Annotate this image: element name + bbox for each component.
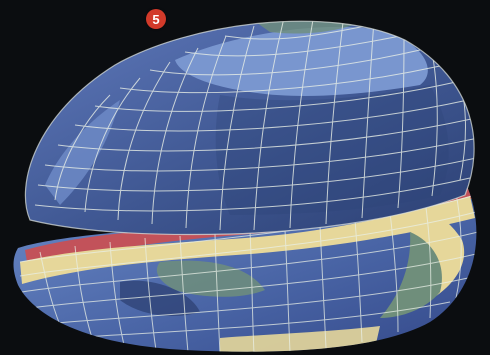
bottom-hemisphere (13, 182, 477, 352)
red-band (25, 182, 475, 268)
yellow-swirl (360, 198, 465, 300)
dark-facet (215, 85, 449, 215)
top-grid (34, 21, 475, 231)
light-patch-left (45, 100, 120, 205)
green-patch-left (156, 260, 265, 297)
dark-patch (120, 280, 200, 316)
top-hemisphere (24, 20, 475, 236)
figure-number-badge: 5 (146, 9, 166, 29)
light-cap-patch (175, 26, 428, 96)
green-patch-top (250, 21, 360, 34)
green-patch-right (380, 232, 442, 318)
bottom-grid (19, 187, 477, 352)
yellow-rim-bottom (220, 326, 380, 352)
top-outline (24, 20, 475, 236)
